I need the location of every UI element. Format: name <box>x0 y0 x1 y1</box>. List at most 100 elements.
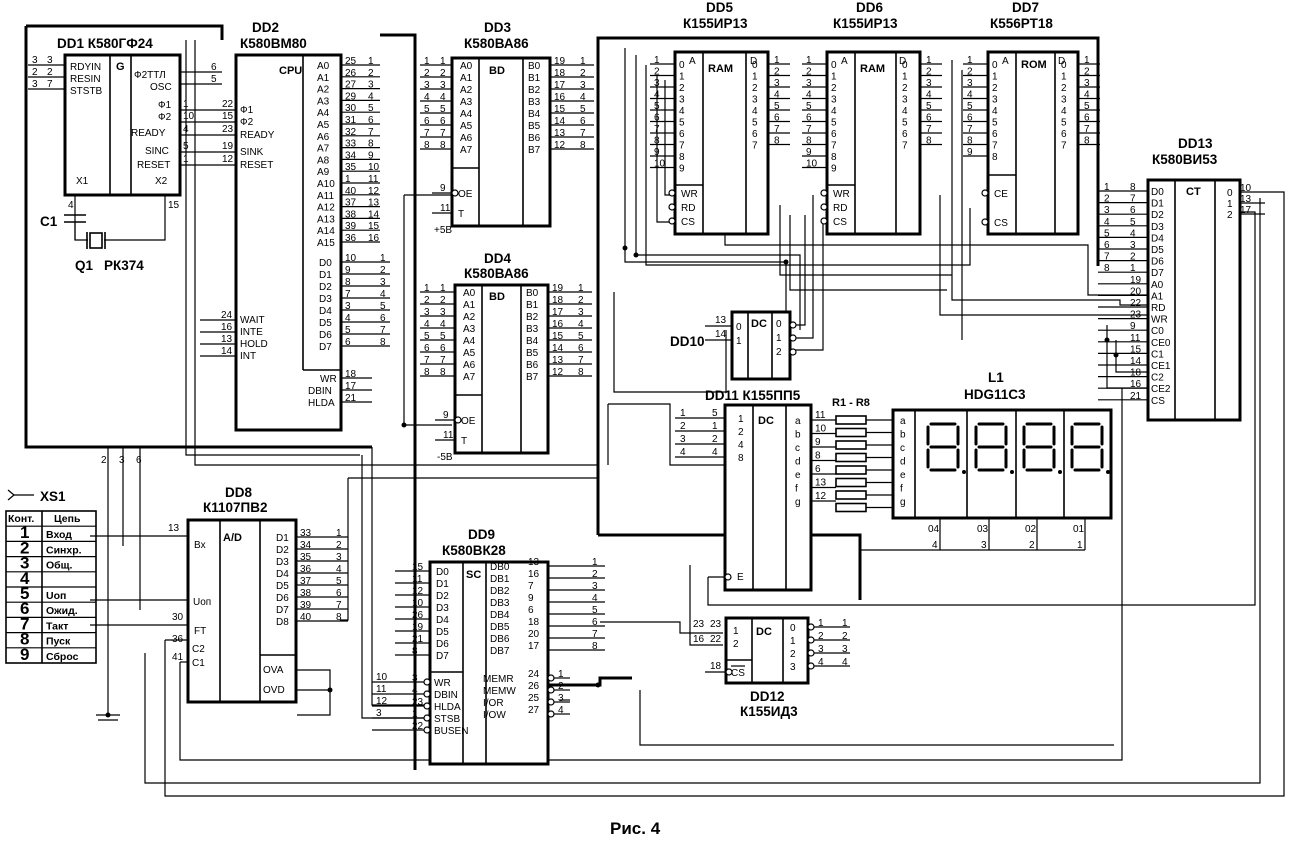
pin-num: 11 <box>443 430 454 441</box>
inv-bubble <box>547 698 555 706</box>
dd6-ref: DD6 <box>856 0 883 15</box>
pin-num: 2 <box>440 68 446 79</box>
dd10-func: DC <box>751 318 767 330</box>
pin-num: 6 <box>580 116 586 127</box>
pin-num: 7 <box>806 124 812 135</box>
pin-num: 4 <box>818 657 824 668</box>
pin-num: 30 <box>172 612 184 623</box>
seven-segment-digit <box>1022 422 1062 474</box>
dd1-func: G <box>116 61 125 73</box>
dd13-func: CT <box>1186 186 1201 198</box>
pin-num: 1 <box>580 56 586 67</box>
dd9-db-label: DB0 <box>490 562 510 573</box>
pin-num: 6 <box>578 343 584 354</box>
pin-num: 3 <box>32 55 38 66</box>
dd6-pins-d: 1 <box>902 72 908 83</box>
pin-num: 18 <box>345 369 357 380</box>
pin-num: 5 <box>380 301 386 312</box>
dd11-out-label: a <box>795 416 801 427</box>
dd7-pins-a: 5 <box>992 118 998 129</box>
l1-seg-label: f <box>900 484 903 495</box>
pin-num: 40 <box>300 612 312 623</box>
dd5-pins-d: 4 <box>752 106 758 117</box>
pin-num: 1 <box>712 421 718 432</box>
chip-dd1: DD1 К580ГФ24 G RDYIN RESIN STSTB Ф2ТТЛ O… <box>28 36 236 241</box>
dd13-pin-label: C2 <box>1151 373 1164 384</box>
pin-num: 1 <box>1104 182 1110 193</box>
pin-num: 5 <box>1104 228 1110 239</box>
pin-num: 6 <box>211 62 217 73</box>
pin-num: 1 <box>680 408 686 419</box>
pin-num: 12 <box>554 140 566 151</box>
pin-num: 20 <box>1130 286 1142 297</box>
dd4-pins-b: B5 <box>526 348 539 359</box>
dd13-pin-label: D5 <box>1151 245 1164 256</box>
dd7-pins-d: 1 <box>1061 72 1067 83</box>
pin-num: 4 <box>424 92 430 103</box>
inv-bubble <box>423 702 431 710</box>
dd4-pins-a: A4 <box>463 336 476 347</box>
pin-num: 8 <box>412 646 418 657</box>
dd9-func: SC <box>466 569 481 581</box>
dd9-ctrl-label: WR <box>434 678 451 689</box>
dd11-in-label: 2 <box>738 427 744 438</box>
dd2-addr-label: A6 <box>317 132 330 143</box>
inv-bubble <box>807 649 815 657</box>
pin-num: 15 <box>554 104 566 115</box>
pin-num: 2 <box>680 421 686 432</box>
dd3-part: К580ВА86 <box>464 36 529 51</box>
pin-num: 7 <box>424 128 430 139</box>
pin-num: 5 <box>578 331 584 342</box>
xs1-net: Вход <box>46 529 72 541</box>
pin-num: 9 <box>967 147 973 158</box>
decimal-point <box>962 470 966 474</box>
chip-dd8: DD8 К1107ПВ2 A/D Bx Uоп FT C2 C1 OVA OVD… <box>90 485 348 704</box>
pin-num: 26 <box>412 610 424 621</box>
dd2-func: CPU <box>279 65 302 77</box>
l1-digits <box>926 422 1110 474</box>
dd9-d-label: D1 <box>436 579 449 590</box>
dd9-d-label: D7 <box>436 651 449 662</box>
pin-num: 3 <box>592 581 598 592</box>
dd6-pins-a: 4 <box>831 106 837 117</box>
xs1-pin: 7 <box>20 614 29 633</box>
dd2-data-label: D7 <box>319 342 332 353</box>
dd13-pin-label: C0 <box>1151 326 1164 337</box>
l1-part: HDG11C3 <box>964 387 1026 402</box>
pin-num: 13 <box>1240 194 1252 205</box>
dd8-pin-ft: FT <box>194 626 206 637</box>
pin-num: 4 <box>578 319 584 330</box>
pin-num: 14 <box>221 346 233 357</box>
pin-num: 3 <box>967 78 973 89</box>
pin-num: 10 <box>654 159 666 170</box>
dd4-part: К580ВА86 <box>464 266 529 281</box>
dd2-data-label: D2 <box>319 282 332 293</box>
dd1-pin-x2: X2 <box>155 176 168 187</box>
pin-num: 2 <box>424 295 430 306</box>
dd3-pins-a: A7 <box>460 145 473 156</box>
seven-segment-digit <box>974 422 1014 474</box>
dd8-pin-bx: Bx <box>194 540 206 551</box>
l1-seg-label: b <box>900 430 906 441</box>
dd9-d-label: D3 <box>436 603 449 614</box>
dd13-out-label: 2 <box>1227 210 1233 221</box>
pin-num: 11 <box>815 410 826 421</box>
pin-num: 31 <box>345 115 357 126</box>
pin-num: 13 <box>221 334 233 345</box>
svg-text:2: 2 <box>101 455 107 466</box>
pin-num: 14 <box>368 209 380 220</box>
dd2-ctrl-label: HLDA <box>308 398 335 409</box>
pin-num: 6 <box>368 115 374 126</box>
pin-num: 3 <box>440 307 446 318</box>
xs1-pin: 5 <box>20 584 29 603</box>
pin-num: 17 <box>345 381 357 392</box>
pin-num: 4 <box>68 200 74 211</box>
dd3-pins-a: A2 <box>460 85 473 96</box>
pin-num: 21 <box>1130 391 1142 402</box>
dd1-pin-sinc: SINC <box>145 146 169 157</box>
pin-num: 4 <box>440 92 446 103</box>
pin-num: 4 <box>368 91 374 102</box>
pin-num: 4 <box>967 90 973 101</box>
